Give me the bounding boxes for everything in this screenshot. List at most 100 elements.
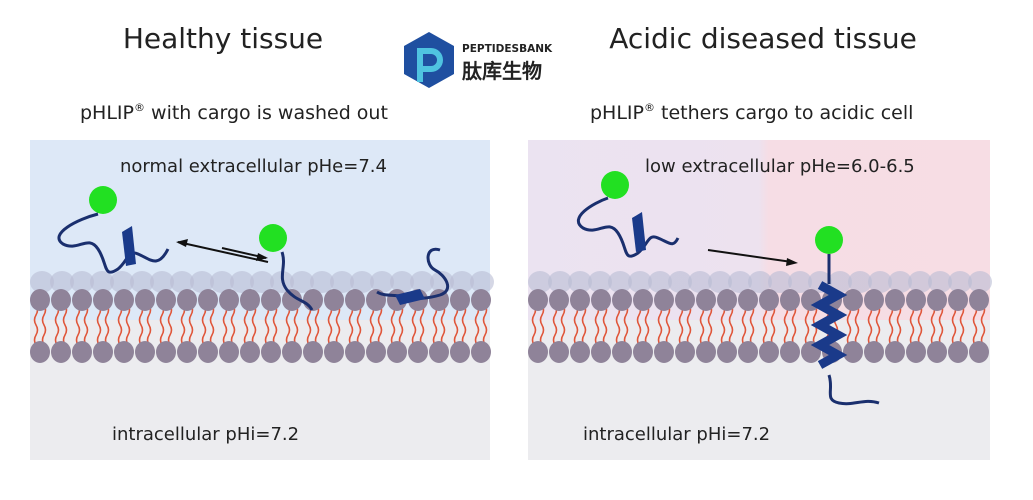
lipid-head: [906, 341, 926, 363]
lipid-head: [843, 341, 863, 363]
lipid-head: [450, 341, 470, 363]
lipid-head: [570, 341, 590, 363]
lipid-head: [843, 289, 863, 311]
lipid-head: [738, 341, 758, 363]
lipid-head: [864, 341, 884, 363]
lipid-head: [72, 289, 92, 311]
lipid-head: [51, 341, 71, 363]
left-subtitle: pHLIP® with cargo is washed out: [80, 101, 388, 124]
lipid-head: [93, 289, 113, 311]
lipid-head: [156, 341, 176, 363]
lipid-head: [135, 341, 155, 363]
lipid-head: [408, 341, 428, 363]
lipid-head: [675, 289, 695, 311]
lipid-head: [93, 341, 113, 363]
lipid-head: [885, 341, 905, 363]
lipid-head: [654, 341, 674, 363]
lipid-head: [240, 289, 260, 311]
lipid-head: [156, 289, 176, 311]
lipid-head: [366, 341, 386, 363]
cargo-icon: [601, 171, 629, 199]
lipid-head: [885, 289, 905, 311]
lipid-head: [303, 341, 323, 363]
lipid-head: [324, 341, 344, 363]
lipid-head: [717, 341, 737, 363]
lipid-head: [366, 289, 386, 311]
lipid-head: [528, 341, 548, 363]
lipid-head: [303, 289, 323, 311]
lipid-head: [30, 289, 50, 311]
lipid-head: [261, 289, 281, 311]
lipid-head: [780, 289, 800, 311]
helical-peptide: [810, 281, 848, 369]
lipid-head: [282, 289, 302, 311]
logo-text-cn: 肽库生物: [462, 59, 542, 83]
lipid-head: [612, 341, 632, 363]
lipid-head: [759, 289, 779, 311]
lipid-head: [177, 289, 197, 311]
arrow-icon: [177, 241, 269, 263]
lipid-head: [969, 341, 989, 363]
lipid-head: [948, 341, 968, 363]
lipid-head: [570, 289, 590, 311]
lipid-head: [114, 341, 134, 363]
lipid-head: [240, 341, 260, 363]
lipid-head: [759, 341, 779, 363]
lipid-head: [324, 289, 344, 311]
lipid-head: [612, 289, 632, 311]
lipid-head: [72, 341, 92, 363]
lipid-head: [927, 289, 947, 311]
lipid-head: [738, 289, 758, 311]
right-subtitle: pHLIP® tethers cargo to acidic cell: [590, 101, 913, 124]
lipid-head: [696, 341, 716, 363]
lipid-head: [51, 289, 71, 311]
lipid-head: [906, 289, 926, 311]
right-panel: low extracellular pHe=6.0-6.5 intracellu…: [528, 140, 992, 460]
lipid-head: [198, 341, 218, 363]
lipid-head: [654, 289, 674, 311]
lipid-head: [177, 341, 197, 363]
lipid-head: [471, 289, 491, 311]
lipid-head: [261, 341, 281, 363]
lipid-head: [30, 341, 50, 363]
cargo-icon: [815, 226, 843, 254]
lipid-head: [549, 289, 569, 311]
lipid-head: [591, 341, 611, 363]
lipid-head: [696, 289, 716, 311]
right-extracellular-label: low extracellular pHe=6.0-6.5: [645, 156, 915, 177]
lipid-head: [717, 289, 737, 311]
lipid-head: [345, 289, 365, 311]
lipid-head: [927, 341, 947, 363]
right-title: Acidic diseased tissue: [609, 22, 917, 55]
lipid-head: [948, 289, 968, 311]
lipid-head: [198, 289, 218, 311]
left-panel: normal extracellular pHe=7.4 intracellul…: [30, 140, 494, 460]
lipid-head: [345, 341, 365, 363]
lipid-head: [675, 341, 695, 363]
peptidesbank-logo: PEPTIDESBANK 肽库生物: [404, 32, 553, 88]
lipid-head: [633, 289, 653, 311]
lipid-head: [282, 341, 302, 363]
lipid-head: [780, 341, 800, 363]
lipid-head: [135, 289, 155, 311]
lipid-head: [591, 289, 611, 311]
unstructured-peptide: [57, 212, 170, 274]
lipid-head: [969, 289, 989, 311]
lipid-head: [114, 289, 134, 311]
left-intracellular-label: intracellular pHi=7.2: [112, 424, 299, 445]
logo-text-en: PEPTIDESBANK: [462, 43, 553, 55]
right-intracellular-label: intracellular pHi=7.2: [583, 424, 770, 445]
lipid-head: [387, 341, 407, 363]
arrow-icon: [707, 249, 793, 263]
lipid-head: [633, 341, 653, 363]
lipid-head: [219, 289, 239, 311]
left-title: Healthy tissue: [123, 22, 323, 55]
lipid-head: [864, 289, 884, 311]
lipid-head: [450, 289, 470, 311]
cargo-icon: [259, 224, 287, 252]
lipid-head: [219, 341, 239, 363]
lipid-head: [471, 341, 491, 363]
lipid-head: [528, 289, 548, 311]
cargo-icon: [89, 186, 117, 214]
